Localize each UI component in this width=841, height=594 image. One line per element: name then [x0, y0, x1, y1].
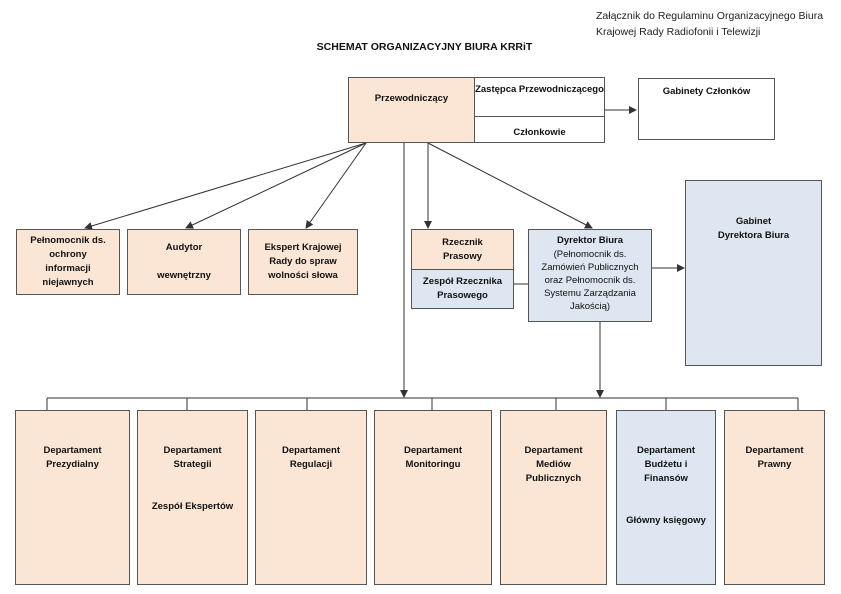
department-name-6: Departament Budżetu i Finansów	[636, 445, 696, 484]
chairman-label: Przewodniczący	[374, 93, 449, 104]
department-box-6: Departament Budżetu i Finansów Główny ks…	[616, 410, 716, 585]
classified-rep-label: Pełnomocnik ds. ochrony informacji nieja…	[30, 235, 106, 288]
spokesman-box: Rzecznik Prasowy	[411, 229, 514, 270]
deputy-box: Zastępca Przewodniczącego	[474, 77, 605, 117]
department-name-2: Departament Strategii	[163, 445, 222, 470]
department-name-3: Departament Regulacji	[281, 445, 341, 470]
department-box-2: Departament Strategii Zespół Ekspertów	[137, 410, 248, 585]
chairman-box: Przewodniczący	[348, 77, 475, 143]
director-box: Dyrektor Biura (Pełnomocnik ds. Zamówień…	[528, 229, 652, 322]
spokesman-label: Rzecznik Prasowy	[442, 236, 483, 262]
connector-to-director	[427, 142, 593, 229]
department-box-5: Departament Mediów Publicznych	[500, 410, 607, 585]
annex-line-1: Załącznik do Regulaminu Organizacyjnego …	[596, 10, 824, 22]
department-name-4: Departament Monitoringu	[403, 445, 463, 470]
cabinets-box: Gabinety Członków	[638, 78, 775, 140]
department-box-3: Departament Regulacji	[255, 410, 367, 585]
department-name-5: Departament Mediów Publicznych	[524, 445, 583, 484]
spokesman-team-box: Zespół Rzecznika Prasowego	[411, 269, 514, 309]
director-title: Dyrektor Biura	[557, 235, 623, 246]
expert-box: Ekspert Krajowej Rady do spraw wolności …	[248, 229, 358, 295]
chart-title-text: SCHEMAT ORGANIZACYJNY BIURA KRRiT	[316, 41, 533, 53]
chart-title: SCHEMAT ORGANIZACYJNY BIURA KRRiT	[0, 37, 841, 55]
department-sub-6: Główny księgowy	[626, 515, 706, 526]
members-label: Członkowie	[513, 126, 566, 138]
spokesman-team-label: Zespół Rzecznika Prasowego	[422, 276, 503, 301]
cabinets-label: Gabinety Członków	[662, 86, 751, 97]
department-box-1: Departament Prezydialny	[15, 410, 130, 585]
connector-to-classified-rep	[84, 142, 367, 230]
department-name-1: Departament Prezydialny	[43, 445, 102, 470]
deputy-label: Zastępca Przewodniczącego	[475, 84, 604, 95]
department-sub-2: Zespół Ekspertów	[151, 501, 234, 512]
members-box: Członkowie	[474, 116, 605, 143]
classified-rep-box: Pełnomocnik ds. ochrony informacji nieja…	[16, 229, 120, 295]
auditor-label: Audytor wewnętrzny	[157, 242, 211, 281]
annex-line-2: Krajowej Rady Radiofonii i Telewizji	[596, 26, 761, 38]
director-detail: (Pełnomocnik ds. Zamówień Publicznych or…	[541, 249, 639, 312]
auditor-box: Audytor wewnętrzny	[127, 229, 241, 295]
director-cabinet-label: Gabinet Dyrektora Biura	[717, 216, 790, 241]
director-cabinet-box: Gabinet Dyrektora Biura	[685, 180, 822, 366]
annex-note: Załącznik do Regulaminu Organizacyjnego …	[596, 8, 823, 40]
department-box-4: Departament Monitoringu	[374, 410, 492, 585]
connector-to-expert	[305, 142, 367, 229]
department-box-7: Departament Prawny	[724, 410, 825, 585]
department-name-7: Departament Prawny	[745, 445, 804, 470]
connector-to-auditor	[185, 142, 367, 229]
expert-label: Ekspert Krajowej Rady do spraw wolności …	[264, 242, 342, 281]
